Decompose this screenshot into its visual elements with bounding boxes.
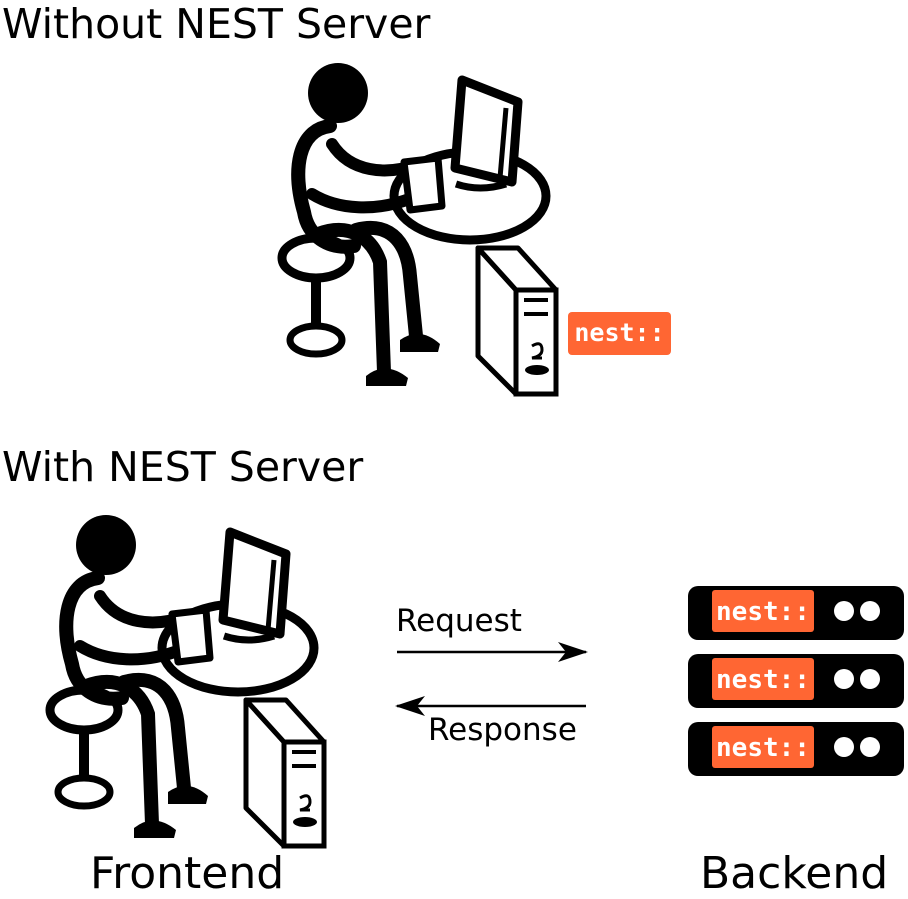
section-title-with-nest-server: With NEST Server xyxy=(2,443,364,491)
workstation-illustration-frontend xyxy=(50,515,324,846)
server-badge-text-3: nest:: xyxy=(716,733,810,763)
workstation-illustration-standalone xyxy=(282,63,556,394)
server-badge-text-2: nest:: xyxy=(716,665,810,695)
nest-badge-text: nest:: xyxy=(574,318,664,347)
server-unit-2: nest:: xyxy=(688,654,904,708)
backend-label: Backend xyxy=(700,848,889,899)
request-label: Request xyxy=(396,603,522,639)
server-unit-3: nest:: xyxy=(688,722,904,776)
nest-badge-standalone: nest:: xyxy=(568,312,671,355)
response-label: Response xyxy=(428,712,577,748)
server-badge-text-1: nest:: xyxy=(716,597,810,627)
backend-server-stack: nest:: nest:: nest:: xyxy=(688,586,904,776)
server-unit-1: nest:: xyxy=(688,586,904,640)
frontend-label: Frontend xyxy=(90,848,285,899)
section-title-without-nest-server: Without NEST Server xyxy=(2,0,431,48)
